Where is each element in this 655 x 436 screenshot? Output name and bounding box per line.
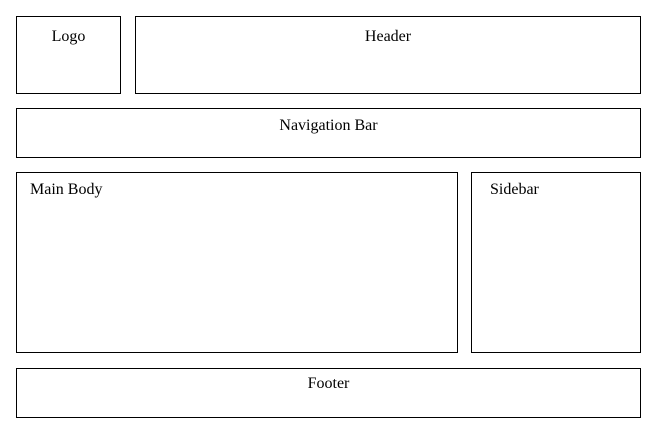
header-region: Header bbox=[135, 16, 641, 94]
navigation-bar-label: Navigation Bar bbox=[279, 117, 378, 134]
main-body-label: Main Body bbox=[30, 181, 103, 198]
navigation-bar-region: Navigation Bar bbox=[16, 108, 641, 158]
logo-label: Logo bbox=[51, 28, 86, 45]
sidebar-region: Sidebar bbox=[471, 172, 641, 353]
main-body-region: Main Body bbox=[16, 172, 458, 353]
footer-region: Footer bbox=[16, 368, 641, 418]
footer-label: Footer bbox=[307, 375, 350, 392]
logo-region: Logo bbox=[16, 16, 121, 94]
sidebar-label: Sidebar bbox=[490, 181, 539, 198]
header-label: Header bbox=[364, 28, 412, 45]
